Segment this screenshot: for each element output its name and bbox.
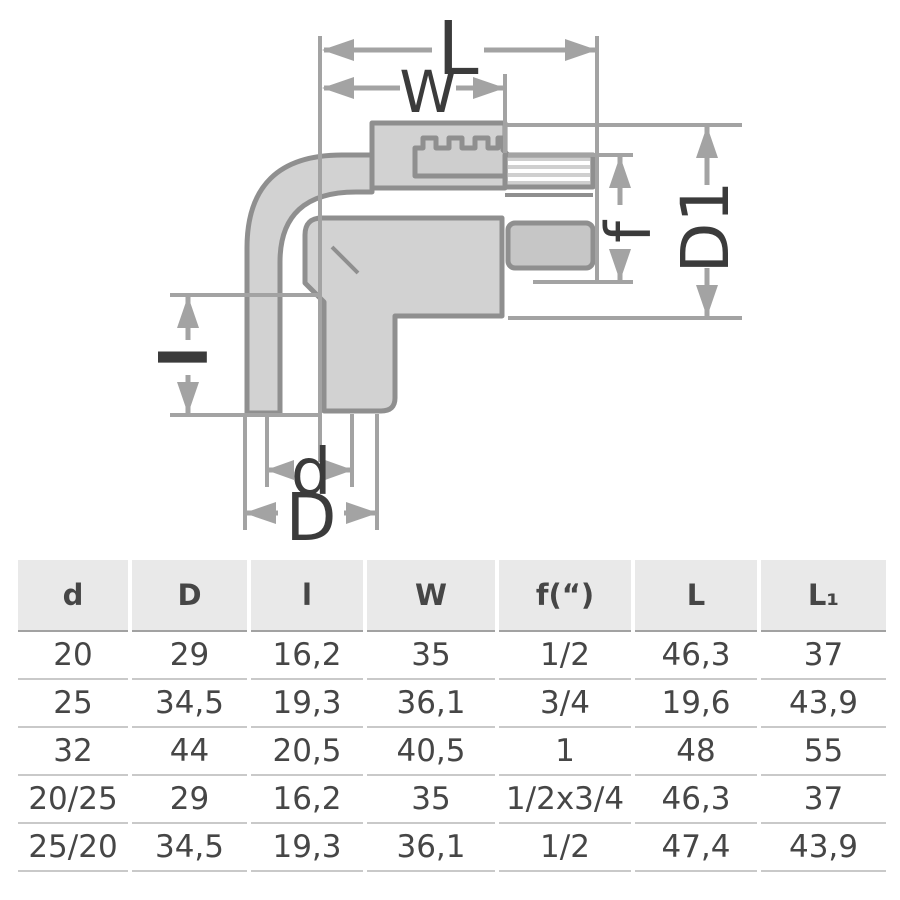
- table-cell: 36,1: [367, 824, 495, 872]
- table-cell: 37: [761, 776, 886, 824]
- dim-label-l: l: [149, 346, 223, 368]
- table-cell: 37: [761, 632, 886, 680]
- bore-core: [505, 220, 596, 271]
- spec-col-header-4: f(“): [499, 560, 631, 632]
- table-cell: 20/25: [18, 776, 128, 824]
- table-cell: 29: [132, 776, 247, 824]
- dim-label-D: D: [286, 479, 337, 556]
- table-cell: 35: [367, 776, 495, 824]
- table-cell: 19,3: [251, 824, 363, 872]
- spec-col-header-1: D: [132, 560, 247, 632]
- table-cell: 43,9: [761, 824, 886, 872]
- table-cell: 29: [132, 632, 247, 680]
- table-cell: 55: [761, 728, 886, 776]
- table-cell: 43,9: [761, 680, 886, 728]
- dim-label-d: d: [291, 436, 332, 510]
- table-cell: 34,5: [132, 680, 247, 728]
- dim-label-W: W: [399, 58, 456, 126]
- table-cell: 35: [367, 632, 495, 680]
- elbow-fitting-drawing: L W f D1 l d D: [149, 6, 744, 556]
- dim-label-D1: D1: [667, 181, 744, 274]
- extension-lines: [170, 36, 742, 530]
- dim-label-L: L: [437, 6, 478, 92]
- dim-label-f: f: [592, 219, 665, 243]
- fitting-body: [302, 215, 505, 414]
- spec-col-header-3: W: [367, 560, 495, 632]
- spec-col-header-2: l: [251, 560, 363, 632]
- table-cell: 16,2: [251, 632, 363, 680]
- arrowheads: [177, 39, 718, 524]
- table-cell: 44: [132, 728, 247, 776]
- fitting-dimension-diagram: L W f D1 l d D: [149, 6, 744, 556]
- fitting-shapes: [244, 120, 596, 416]
- table-cell: 48: [635, 728, 757, 776]
- table-cell: 40,5: [367, 728, 495, 776]
- table-cell: 19,3: [251, 680, 363, 728]
- table-cell: 46,3: [635, 776, 757, 824]
- table-cell: 32: [18, 728, 128, 776]
- table-cell: 19,6: [635, 680, 757, 728]
- spec-col-header-6: L₁: [761, 560, 886, 632]
- table-cell: 1/2: [499, 632, 631, 680]
- table-cell: 46,3: [635, 632, 757, 680]
- table-cell: 20,5: [251, 728, 363, 776]
- table-cell: 1/2: [499, 824, 631, 872]
- table-cell: 3/4: [499, 680, 631, 728]
- table-cell: 1: [499, 728, 631, 776]
- table-cell: 34,5: [132, 824, 247, 872]
- table-cell: 16,2: [251, 776, 363, 824]
- table-cell: 1/2x3/4: [499, 776, 631, 824]
- table-cell: 47,4: [635, 824, 757, 872]
- table-cell: 25: [18, 680, 128, 728]
- table-cell: 20: [18, 632, 128, 680]
- table-cell: 36,1: [367, 680, 495, 728]
- spec-col-header-5: L: [635, 560, 757, 632]
- spec-col-header-0: d: [18, 560, 128, 632]
- thread-ridges: [508, 161, 590, 181]
- detail-lines: [330, 193, 593, 275]
- table-cell: 25/20: [18, 824, 128, 872]
